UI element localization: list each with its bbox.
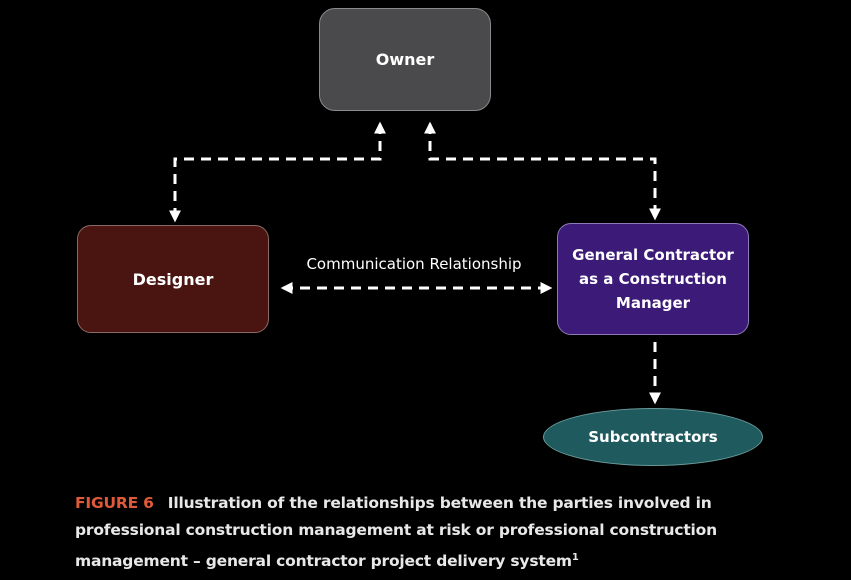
general-contractor-label: General Contractor as a Construction Man… [572,246,734,312]
figure-number: FIGURE 6 [75,494,154,512]
designer-label: Designer [132,269,214,289]
owner-label: Owner [375,50,435,69]
subcontractors-label: Subcontractors [588,428,718,446]
communication-relationship-label: Communication Relationship [306,255,522,273]
subcontractors-node: Subcontractors [543,408,763,466]
owner-gc-connector [424,121,661,221]
designer-node: Designer [77,225,269,333]
general-contractor-node: General Contractor as a Construction Man… [557,223,749,335]
owner-node: Owner [319,8,491,111]
caption-footnote: 1 [571,552,579,563]
caption-text: Illustration of the relationships betwee… [75,494,717,571]
owner-designer-connector [169,121,386,223]
